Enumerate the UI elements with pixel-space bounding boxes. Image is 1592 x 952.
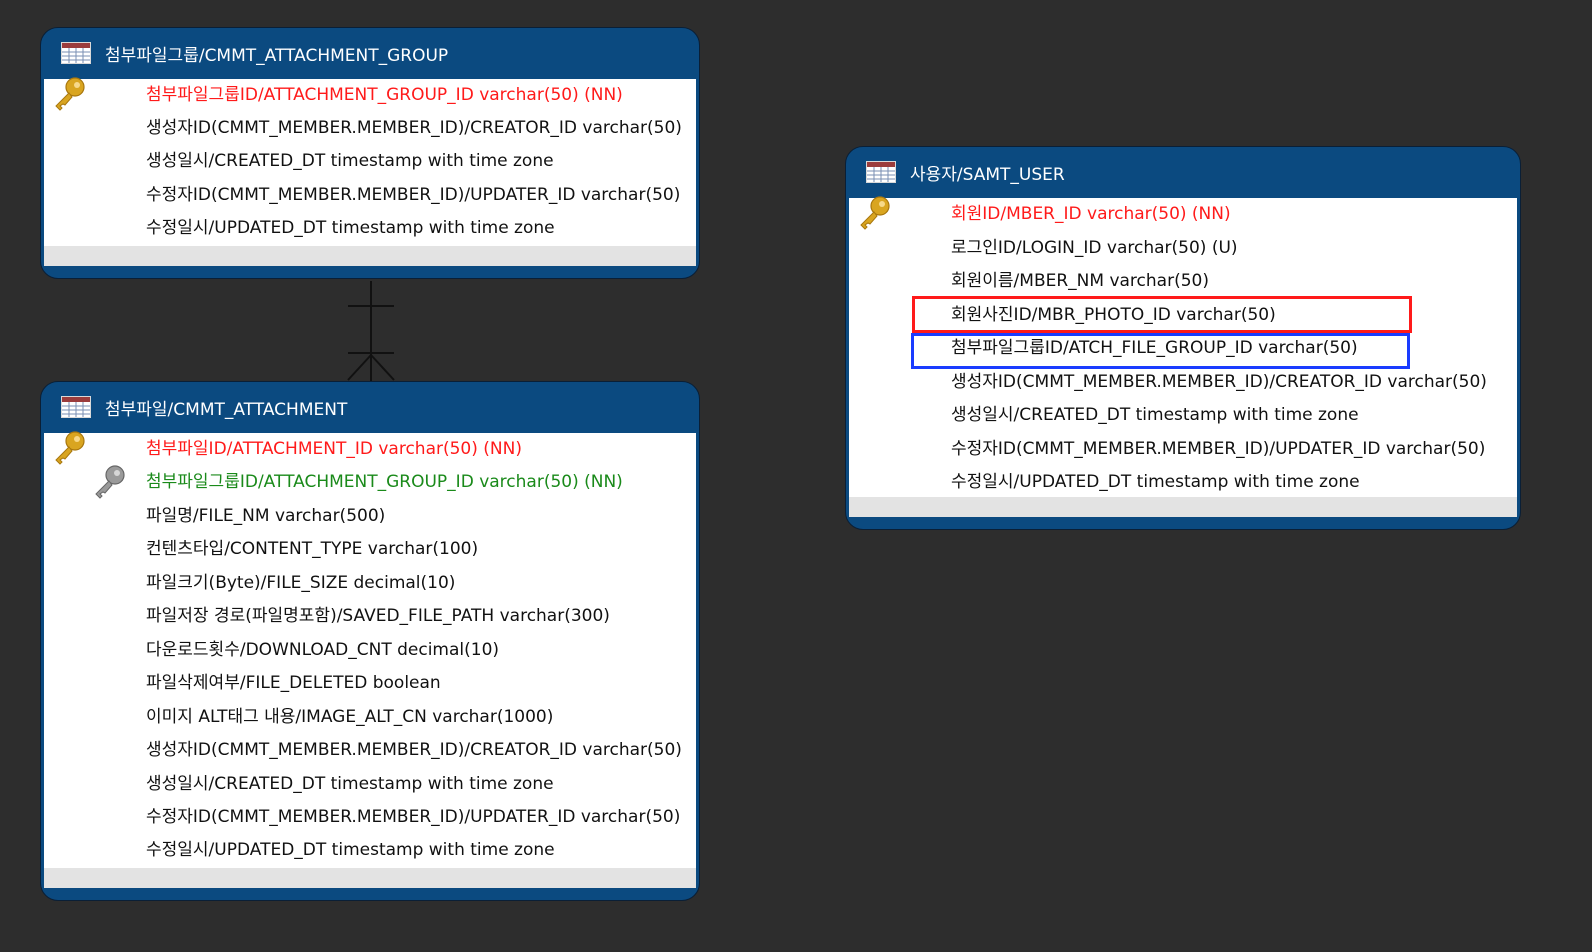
column-row-primary-key[interactable]: 첨부파일ID/ATTACHMENT_ID varchar(50) (NN) [44, 433, 696, 466]
entity-body: 회원ID/MBER_ID varchar(50) (NN) 로그인ID/LOGI… [849, 198, 1517, 517]
relationship-crow-foot-right [370, 354, 395, 381]
column-row[interactable]: 생성일시/CREATED_DT timestamp with time zone [849, 399, 1517, 432]
column-label: 첨부파일그룹ID/ATTACHMENT_GROUP_ID varchar(50)… [146, 85, 623, 105]
column-row[interactable]: 수정자ID(CMMT_MEMBER.MEMBER_ID)/UPDATER_ID … [44, 801, 696, 834]
column-row[interactable]: 파일크기(Byte)/FILE_SIZE decimal(10) [44, 567, 696, 600]
column-row[interactable]: 파일저장 경로(파일명포함)/SAVED_FILE_PATH varchar(3… [44, 600, 696, 633]
column-row[interactable]: 생성자ID(CMMT_MEMBER.MEMBER_ID)/CREATOR_ID … [849, 366, 1517, 399]
entity-header[interactable]: 첨부파일/CMMT_ATTACHMENT [41, 382, 699, 432]
column-label: 생성일시/CREATED_DT timestamp with time zone [146, 151, 554, 171]
column-row[interactable]: 회원사진ID/MBR_PHOTO_ID varchar(50) [849, 299, 1517, 332]
column-label: 다운로드횟수/DOWNLOAD_CNT decimal(10) [146, 640, 500, 660]
column-row[interactable]: 수정일시/UPDATED_DT timestamp with time zone [44, 834, 696, 867]
column-label: 생성일시/CREATED_DT timestamp with time zone [951, 405, 1359, 425]
column-label: 생성자ID(CMMT_MEMBER.MEMBER_ID)/CREATOR_ID … [146, 118, 682, 138]
entity-body: 첨부파일그룹ID/ATTACHMENT_GROUP_ID varchar(50)… [44, 79, 696, 266]
column-label: 로그인ID/LOGIN_ID varchar(50) (U) [951, 238, 1238, 258]
column-row-primary-key[interactable]: 첨부파일그룹ID/ATTACHMENT_GROUP_ID varchar(50)… [44, 79, 696, 112]
column-label: 파일삭제여부/FILE_DELETED boolean [146, 673, 441, 693]
column-label: 생성자ID(CMMT_MEMBER.MEMBER_ID)/CREATOR_ID … [951, 372, 1487, 392]
column-label: 회원이름/MBER_NM varchar(50) [951, 271, 1209, 291]
column-row-primary-key[interactable]: 회원ID/MBER_ID varchar(50) (NN) [849, 198, 1517, 231]
column-label: 수정일시/UPDATED_DT timestamp with time zone [951, 472, 1360, 492]
entity-title: 첨부파일그룹/CMMT_ATTACHMENT_GROUP [105, 45, 449, 66]
column-row[interactable]: 수정일시/UPDATED_DT timestamp with time zone [44, 212, 696, 245]
column-row[interactable]: 생성자ID(CMMT_MEMBER.MEMBER_ID)/CREATOR_ID … [44, 734, 696, 767]
entity-title: 사용자/SAMT_USER [910, 164, 1065, 185]
table-icon [61, 396, 91, 418]
column-row[interactable]: 로그인ID/LOGIN_ID varchar(50) (U) [849, 232, 1517, 265]
column-row[interactable]: 생성일시/CREATED_DT timestamp with time zone [44, 145, 696, 178]
relationship-crow-foot-left [347, 354, 372, 381]
entity-attachment-group[interactable]: 첨부파일그룹/CMMT_ATTACHMENT_GROUP 첨부파일그룹ID/AT… [40, 27, 700, 279]
entity-body: 첨부파일ID/ATTACHMENT_ID varchar(50) (NN) 첨부… [44, 433, 696, 888]
column-label: 컨텐츠타입/CONTENT_TYPE varchar(100) [146, 539, 479, 559]
column-row[interactable]: 수정자ID(CMMT_MEMBER.MEMBER_ID)/UPDATER_ID … [849, 433, 1517, 466]
column-row[interactable]: 파일명/FILE_NM varchar(500) [44, 500, 696, 533]
column-label: 수정자ID(CMMT_MEMBER.MEMBER_ID)/UPDATER_ID … [951, 439, 1486, 459]
column-label: 수정일시/UPDATED_DT timestamp with time zone [146, 218, 555, 238]
table-icon [61, 42, 91, 64]
column-label: 생성일시/CREATED_DT timestamp with time zone [146, 774, 554, 794]
entity-title: 첨부파일/CMMT_ATTACHMENT [105, 399, 348, 420]
column-row-foreign-key[interactable]: 첨부파일그룹ID/ATTACHMENT_GROUP_ID varchar(50)… [44, 466, 696, 499]
column-label: 첨부파일그룹ID/ATTACHMENT_GROUP_ID varchar(50)… [146, 472, 623, 492]
column-row[interactable]: 생성자ID(CMMT_MEMBER.MEMBER_ID)/CREATOR_ID … [44, 112, 696, 145]
column-row[interactable]: 생성일시/CREATED_DT timestamp with time zone [44, 768, 696, 801]
column-label: 수정일시/UPDATED_DT timestamp with time zone [146, 840, 555, 860]
column-label: 파일크기(Byte)/FILE_SIZE decimal(10) [146, 573, 456, 593]
entity-footer-band [44, 246, 696, 266]
column-label: 첨부파일그룹ID/ATCH_FILE_GROUP_ID varchar(50) [951, 338, 1358, 358]
entity-footer-band [849, 497, 1517, 517]
column-label: 회원사진ID/MBR_PHOTO_ID varchar(50) [951, 305, 1276, 325]
entity-header[interactable]: 첨부파일그룹/CMMT_ATTACHMENT_GROUP [41, 28, 699, 78]
column-label: 첨부파일ID/ATTACHMENT_ID varchar(50) (NN) [146, 439, 522, 459]
column-row[interactable]: 수정자ID(CMMT_MEMBER.MEMBER_ID)/UPDATER_ID … [44, 179, 696, 212]
highlight-box-blue [911, 333, 1410, 369]
entity-attachment[interactable]: 첨부파일/CMMT_ATTACHMENT 첨부파일ID/ATTACHMENT_I… [40, 381, 700, 901]
column-label: 이미지 ALT태그 내용/IMAGE_ALT_CN varchar(1000) [146, 707, 554, 727]
column-label: 생성자ID(CMMT_MEMBER.MEMBER_ID)/CREATOR_ID … [146, 740, 682, 760]
column-row[interactable]: 회원이름/MBER_NM varchar(50) [849, 265, 1517, 298]
column-row[interactable]: 다운로드횟수/DOWNLOAD_CNT decimal(10) [44, 634, 696, 667]
column-label: 수정자ID(CMMT_MEMBER.MEMBER_ID)/UPDATER_ID … [146, 807, 681, 827]
column-label: 파일명/FILE_NM varchar(500) [146, 506, 386, 526]
column-row[interactable]: 첨부파일그룹ID/ATCH_FILE_GROUP_ID varchar(50) [849, 332, 1517, 365]
column-label: 회원ID/MBER_ID varchar(50) (NN) [951, 204, 1231, 224]
entity-header[interactable]: 사용자/SAMT_USER [846, 147, 1520, 197]
highlight-box-red [912, 296, 1412, 333]
column-row[interactable]: 이미지 ALT태그 내용/IMAGE_ALT_CN varchar(1000) [44, 701, 696, 734]
entity-samt-user[interactable]: 사용자/SAMT_USER 회원ID/MBER_ID varchar(50) (… [845, 146, 1521, 530]
table-icon [866, 161, 896, 183]
column-label: 수정자ID(CMMT_MEMBER.MEMBER_ID)/UPDATER_ID … [146, 185, 681, 205]
entity-footer-band [44, 868, 696, 888]
column-row[interactable]: 파일삭제여부/FILE_DELETED boolean [44, 667, 696, 700]
column-label: 파일저장 경로(파일명포함)/SAVED_FILE_PATH varchar(3… [146, 606, 610, 626]
column-row[interactable]: 컨텐츠타입/CONTENT_TYPE varchar(100) [44, 533, 696, 566]
column-row[interactable]: 수정일시/UPDATED_DT timestamp with time zone [849, 466, 1517, 499]
